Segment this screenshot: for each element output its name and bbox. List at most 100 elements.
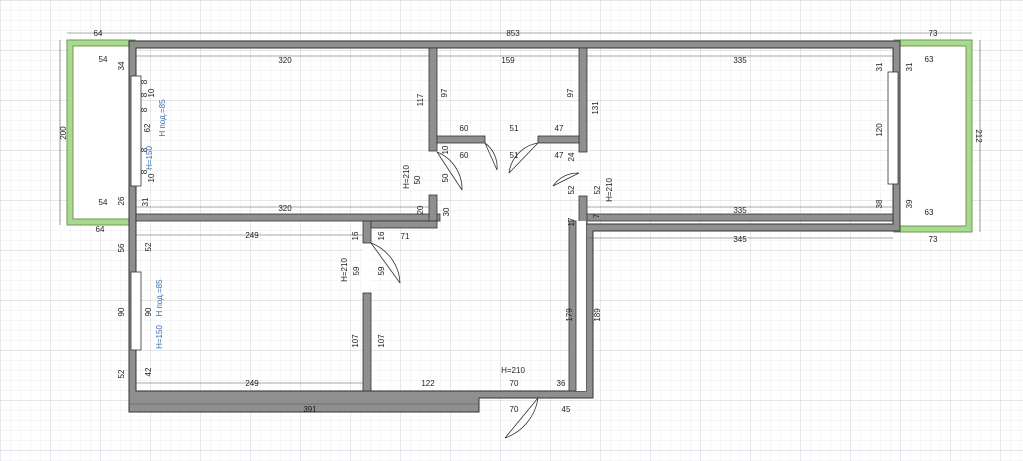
note-door-top: Н=210 [402,165,411,189]
dim-room-tm-97r: 97 [566,88,575,97]
dim-corr-70a: 70 [510,379,519,388]
dim-room-tr-131: 131 [591,101,600,115]
dim-left-balcony-26: 26 [117,196,126,205]
dim-room-bl-bottom: 249 [245,379,259,388]
dim-room-bl-52a: 52 [144,242,153,251]
dim-left-balcony-54-top: 54 [99,55,108,64]
dim-room-bl-107: 107 [351,334,360,348]
dim-room-tl-117: 117 [416,93,425,106]
dim-room-tr-31: 31 [875,62,884,71]
dim-room-tr-120: 120 [875,123,884,137]
dim-corr-70b: 70 [510,405,519,414]
dim-balcony-right-bottom: 73 [929,235,938,244]
dim-room-bl-top: 249 [245,231,259,240]
note-room-bl-h: Н=150 [155,325,164,349]
left-balcony [66,39,136,226]
note-door-right: Н=210 [605,178,614,202]
dim-corr-59a: 59 [352,266,361,275]
dim-room-bl-42: 42 [144,367,153,376]
dim-room-tm-51b: 51 [510,151,519,160]
wall-mid-v [363,228,371,288]
wall-mid-v-low [362,292,372,392]
dim-room-tm-top: 159 [501,56,515,65]
dim-room-tr-top: 335 [733,56,747,65]
dim-right-balcony-39: 39 [905,199,914,208]
dim-room-tm-51a: 51 [510,124,519,133]
dim-corr-20: 20 [416,205,425,214]
dim-left-balcony-34: 34 [117,61,126,70]
dim-room-tl-seg3: 8 [140,92,149,97]
dim-room-tm-60a: 60 [460,124,469,133]
dim-room-tm-47b: 47 [555,151,564,160]
dim-room-tr-38: 38 [875,199,884,208]
dim-room-tl-seg6: 8 [140,147,149,152]
dim-room-tm-97l: 97 [440,88,449,97]
dim-room-tl-seg4: 8 [140,107,149,112]
dim-room-bl-52b: 52 [117,369,126,378]
right-balcony [893,39,973,233]
dim-room-bl-90b: 90 [144,307,153,316]
dim-top-total: 853 [506,29,520,38]
window-right [887,71,899,185]
dim-room-tl-seg1: 8 [140,79,149,84]
dim-right-balcony-31: 31 [905,62,914,71]
wall-corr-v2 [568,220,577,392]
dim-corr-52a: 52 [567,185,576,194]
dim-room-tm-47a: 47 [555,124,564,133]
dim-right-wing: 189 [593,308,602,322]
dim-room-tl-bottom: 320 [278,204,292,213]
dim-room-tl-seg2: 10 [147,88,156,97]
dim-room-tl-top: 320 [278,56,292,65]
dim-balcony-left-bottom: 64 [96,225,105,234]
dim-corr-17: 17 [567,217,576,226]
dim-corr-36: 36 [557,379,566,388]
dim-room-tl-seg8: 10 [147,173,156,182]
walls [128,40,901,413]
dim-corr-30: 30 [442,207,451,216]
wall-bath-bottom [436,135,486,144]
door-arc-mid [370,242,401,284]
dim-corr-122: 122 [421,379,435,388]
door-arc-bath1 [484,142,498,171]
dim-corr-24: 24 [567,152,576,161]
dim-balcony-left-top: 64 [94,29,103,38]
dim-corr-52b: 52 [593,185,602,194]
dim-right-mid: 345 [733,235,747,244]
dim-left-balcony-depth: 200 [59,126,68,140]
wall-vert-b2 [578,195,588,225]
door-arc-top-left [436,151,463,191]
dim-room-tl-seg5: 62 [143,123,152,132]
dim-corr-59b: 59 [377,266,386,275]
dim-room-tm-60b: 60 [460,151,469,160]
door-arc-bath2 [508,142,539,174]
dim-corr-71: 71 [401,232,410,241]
dimension-labels: 853 64 73 64 73 391 45 345 189 200 54 54… [59,29,983,414]
door-arc-right [552,172,580,187]
dim-room-bl-90a: 90 [117,307,126,316]
dim-left-balcony-54-bottom: 54 [99,198,108,207]
dim-room-tl-seg7: 8 [140,169,149,174]
dim-room-tl-seg9: 31 [141,197,150,206]
note-door-entry: Н=210 [501,366,525,375]
note-room-tl-h: Н=150 [145,146,154,170]
wall-vert-a2 [428,194,438,222]
door-arc-entry [504,397,539,439]
dim-balcony-right-top: 73 [929,29,938,38]
dim-bottom-right: 45 [562,405,571,414]
doors [370,142,580,439]
dim-corr-16a: 16 [351,231,360,240]
window-left-bottom [130,271,142,351]
wall-bath-bottom2 [537,135,580,144]
wall-vert-b [578,47,588,153]
dim-room-bl-56: 56 [117,243,126,252]
dim-corr-16b: 16 [377,231,386,240]
dimension-lines [59,32,981,405]
wall-horiz-right [585,213,894,222]
dim-corr-7: 7 [592,213,601,218]
dim-right-balcony-63-bottom: 63 [925,208,934,217]
wall-mid-v-up [362,220,372,244]
dim-right-balcony-depth: 212 [974,129,983,143]
wall-horiz-left [135,213,441,222]
dim-room-tm-10: 10 [441,145,450,154]
